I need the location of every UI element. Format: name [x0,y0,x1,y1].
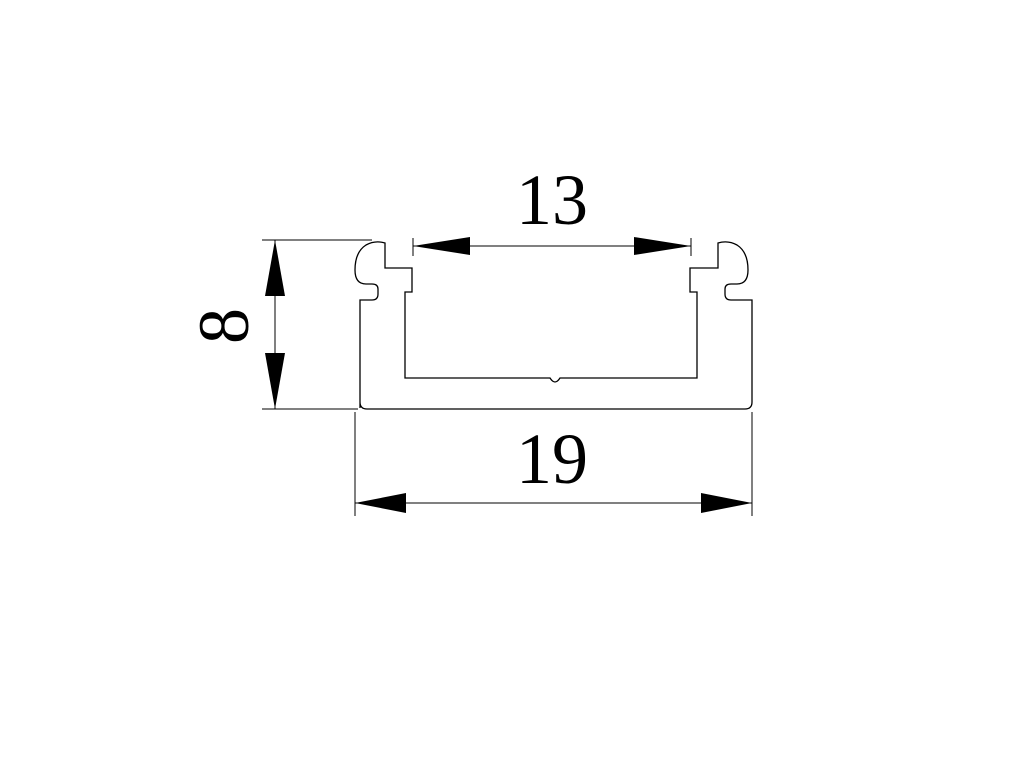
height-label: 8 [184,308,264,344]
height-dimension: 8 [184,239,372,410]
inner-width-dimension: 13 [412,160,692,256]
overall-width-arrow-left [355,493,406,513]
overall-width-dimension: 19 [354,412,753,516]
inner-width-label: 13 [516,160,588,240]
profile-outline [354,241,753,410]
overall-width-arrow-right [701,493,752,513]
overall-width-label: 19 [516,419,588,499]
inner-width-arrow-right [634,237,691,255]
height-arrow-bottom [265,353,285,409]
height-arrow-top [265,240,285,296]
inner-width-arrow-left [413,237,470,255]
